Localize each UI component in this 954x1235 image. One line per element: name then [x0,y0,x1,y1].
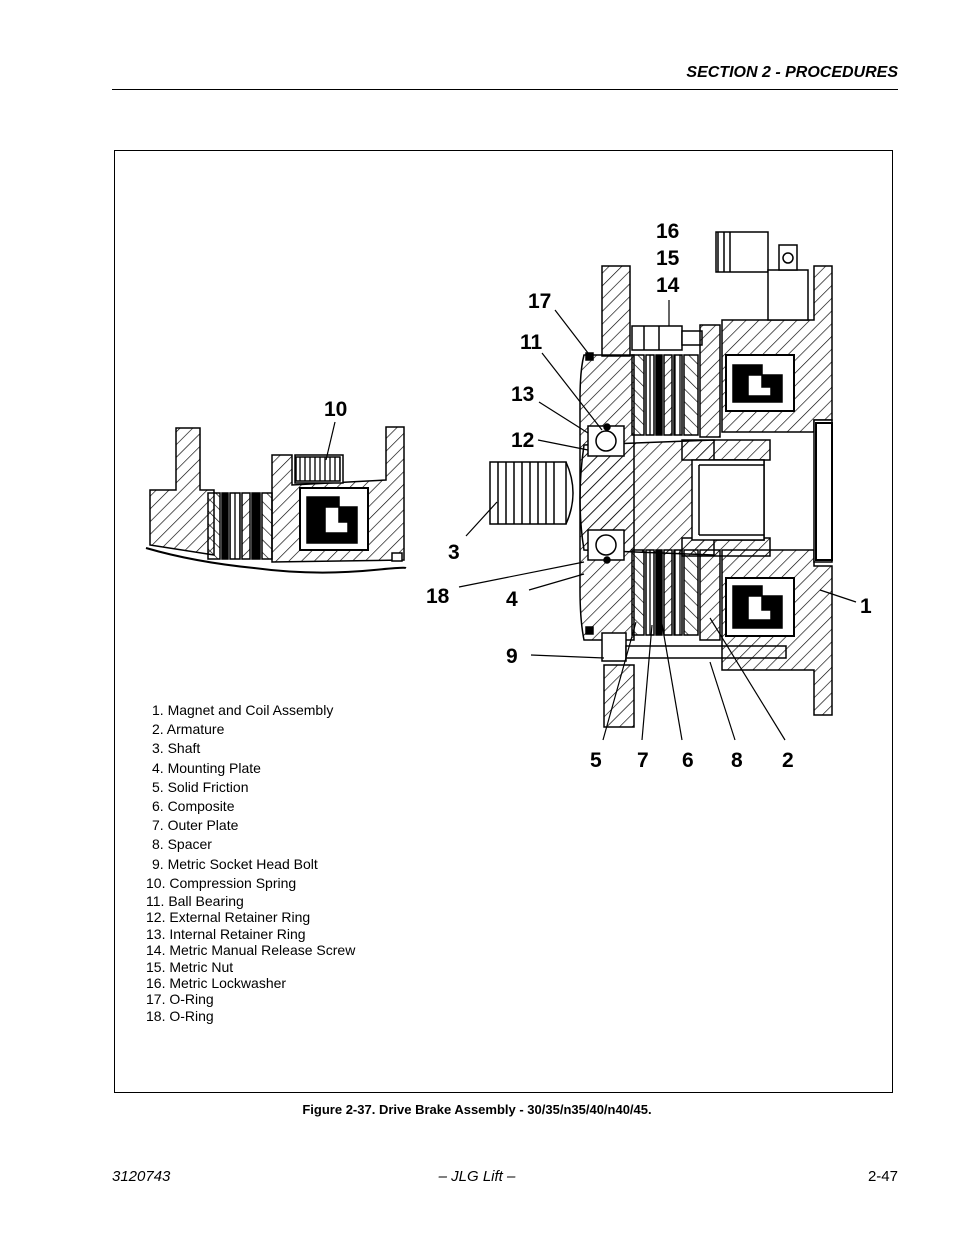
legend-item: 12. External Retainer Ring [146,909,311,926]
parts-legend: 1. Magnet and Coil Assembly 2. Armature … [146,701,355,1024]
legend-item: 18. O-Ring [146,1007,214,1024]
callout-4: 4 [506,588,518,611]
callout-2: 2 [782,749,794,772]
figure-caption: Figure 2-37. Drive Brake Assembly - 30/3… [302,1102,652,1117]
figure-frame [114,150,893,1093]
legend-item: 11. Ball Bearing [146,893,244,910]
callout-7: 7 [637,749,649,772]
callout-12: 12 [511,429,534,452]
callout-6: 6 [682,749,694,772]
legend-item: 6. Composite [152,798,235,815]
legend-item: 7. Outer Plate [152,817,239,834]
spring-detail-view [145,426,407,574]
callout-16: 16 [656,220,679,243]
main-section-view [325,231,857,741]
footer-doc-number: 3120743 [112,1168,171,1185]
legend-item: 5. Solid Friction [152,778,249,795]
brake-assembly-drawing: 16 15 14 17 11 13 12 10 3 18 4 1 9 5 7 6… [145,220,872,772]
callout-numbers: 16 15 14 17 11 13 12 10 3 18 4 1 9 5 7 6… [324,220,872,772]
legend-item: 4. Mounting Plate [152,759,261,776]
section-header: SECTION 2 - PROCEDURES [686,64,898,81]
legend-item: 1. Magnet and Coil Assembly [152,702,334,718]
footer-page-number: 2-47 [867,1168,898,1185]
legend-item: 16. Metric Lockwasher [146,975,287,992]
callout-10: 10 [324,398,347,421]
legend-item: 3. Shaft [152,740,201,757]
callout-17: 17 [528,290,551,313]
callout-3: 3 [448,541,460,564]
callout-5: 5 [590,749,602,772]
header-rule [112,89,898,90]
callout-1: 1 [860,595,872,618]
legend-item: 8. Spacer [152,836,212,853]
callout-18: 18 [426,585,450,608]
legend-item: 17. O-Ring [146,991,214,1008]
callout-9: 9 [506,645,518,668]
callout-11: 11 [520,331,543,354]
legend-item: 10. Compression Spring [146,874,297,891]
footer-publisher: – JLG Lift – [438,1168,516,1185]
callout-8: 8 [731,749,743,772]
callout-14: 14 [656,274,680,297]
legend-item: 15. Metric Nut [146,958,234,975]
legend-item: 2. Armature [152,721,225,738]
legend-item: 13. Internal Retainer Ring [146,925,306,942]
callout-15: 15 [656,247,680,270]
legend-item: 14. Metric Manual Release Screw [146,942,356,959]
callout-13: 13 [511,383,534,406]
legend-item: 9. Metric Socket Head Bolt [152,855,318,872]
